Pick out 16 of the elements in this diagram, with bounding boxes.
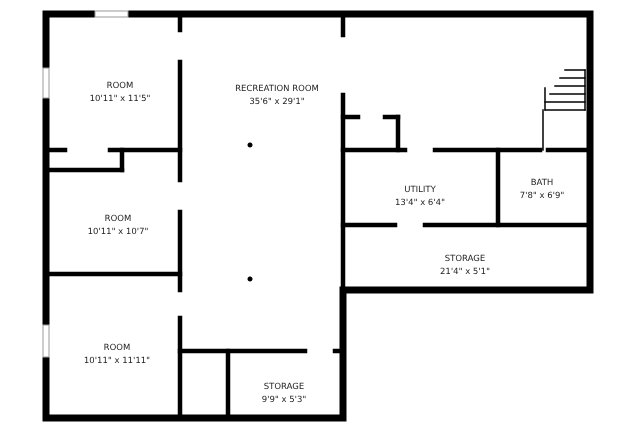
room-dimensions: 13'4" x 6'4"	[395, 197, 445, 210]
room-dimensions: 21'4" x 5'1"	[440, 266, 490, 279]
room-name: ROOM	[104, 213, 132, 226]
room-name: ROOM	[106, 80, 134, 93]
room-name: BATH	[530, 177, 554, 190]
room-name: UTILITY	[403, 184, 437, 197]
room-name: RECREATION ROOM	[235, 83, 319, 96]
room-dimensions: 10'11" x 10'7"	[88, 226, 148, 239]
room-dimensions: 35'6" x 29'1"	[248, 96, 306, 109]
room-name: ROOM	[102, 342, 132, 355]
room-dimensions: 10'11" x 11'11"	[84, 355, 150, 368]
room-name: STORAGE	[444, 253, 486, 266]
room-dimensions: 10'11" x 11'5"	[90, 93, 150, 106]
room-name: STORAGE	[262, 381, 306, 394]
room-dimensions: 7'8" x 6'9"	[520, 190, 564, 203]
room-dimensions: 9'9" x 5'3"	[262, 394, 306, 407]
